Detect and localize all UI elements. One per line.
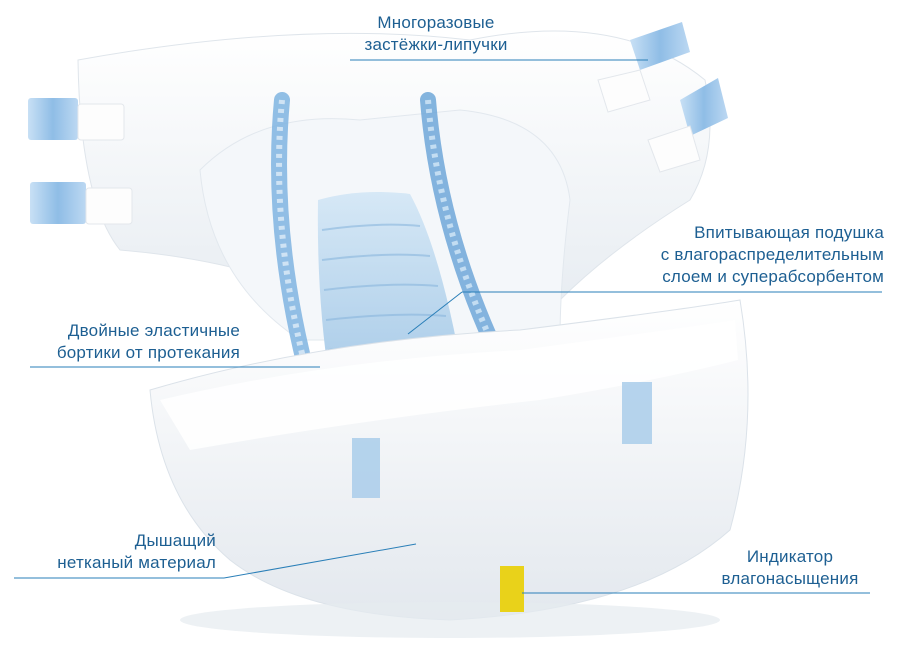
- callout-backsheet-line-1: Дышащий: [134, 531, 216, 550]
- callout-fasteners-line-1: Многоразовые: [377, 13, 495, 32]
- callout-fasteners: Многоразовые застёжки-липучки: [346, 12, 526, 56]
- front-waistband: [160, 320, 738, 450]
- callout-indicator-line-2: влагонасыщения: [721, 569, 859, 588]
- callout-indicator-line-1: Индикатор: [746, 547, 834, 566]
- callout-backsheet: Дышащий нетканый материал: [4, 530, 216, 574]
- leader-backsheet-diag: [223, 543, 417, 579]
- leader-lines: [14, 59, 882, 594]
- left-cuff-ruffle: [276, 99, 323, 421]
- callout-pad-line-1: Впитывающая подушка: [694, 223, 884, 242]
- front-stripe-left: [352, 438, 380, 498]
- callout-pad-line-3: слоем и суперабсорбентом: [662, 267, 884, 286]
- wetness-indicator: [500, 566, 524, 612]
- callout-indicator: Индикатор влагонасыщения: [690, 546, 890, 590]
- bottom-shadow: [180, 602, 720, 638]
- callout-pad: Впитывающая подушка с влагораспределител…: [574, 222, 884, 288]
- callout-pad-line-2: с влагораспределительным: [660, 245, 884, 264]
- left-fastener-tabs: [28, 98, 133, 225]
- callout-cuffs-line-1: Двойные эластичные: [67, 321, 240, 340]
- front-stripe-right: [622, 382, 652, 444]
- right-fastener-tabs: [597, 22, 728, 173]
- callout-backsheet-line-2: нетканый материал: [57, 553, 216, 572]
- callout-cuffs-line-2: бортики от протекания: [56, 343, 240, 362]
- callout-fasteners-line-2: застёжки-липучки: [364, 35, 508, 54]
- callout-cuffs: Двойные эластичные бортики от протекания: [4, 320, 240, 364]
- leader-pad: [407, 291, 463, 335]
